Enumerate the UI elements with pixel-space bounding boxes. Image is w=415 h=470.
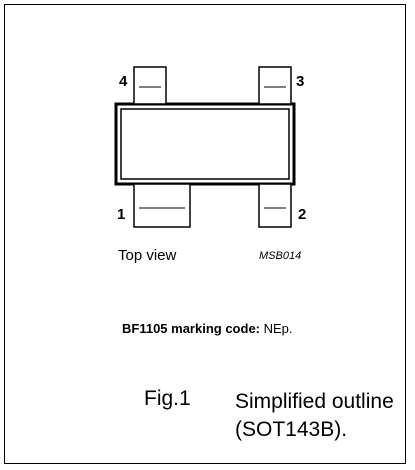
pin-1-label: 1 — [117, 206, 126, 223]
pin-4-label: 4 — [119, 73, 128, 90]
figure-number: Fig.1 — [144, 387, 191, 410]
figure-caption: Simplified outline (SOT143B). — [235, 390, 394, 441]
pin-4-lead — [133, 66, 167, 105]
marking-code-value: NEp. — [260, 321, 293, 336]
marking-code-label: BF1105 marking code: — [122, 321, 260, 336]
pin-2-label: 2 — [298, 206, 307, 223]
marking-code-line: BF1105 marking code: NEp. — [122, 322, 293, 335]
view-label: Top view — [118, 247, 177, 264]
pin-3-label: 3 — [296, 73, 305, 90]
pin-1-lead — [133, 183, 191, 228]
package-body — [114, 102, 296, 186]
drawing-code: MSB014 — [259, 250, 302, 262]
pin-2-lead — [258, 183, 292, 228]
figure-frame — [4, 4, 406, 464]
package-body-inner-edge — [120, 108, 290, 180]
pin-3-lead — [258, 66, 292, 105]
